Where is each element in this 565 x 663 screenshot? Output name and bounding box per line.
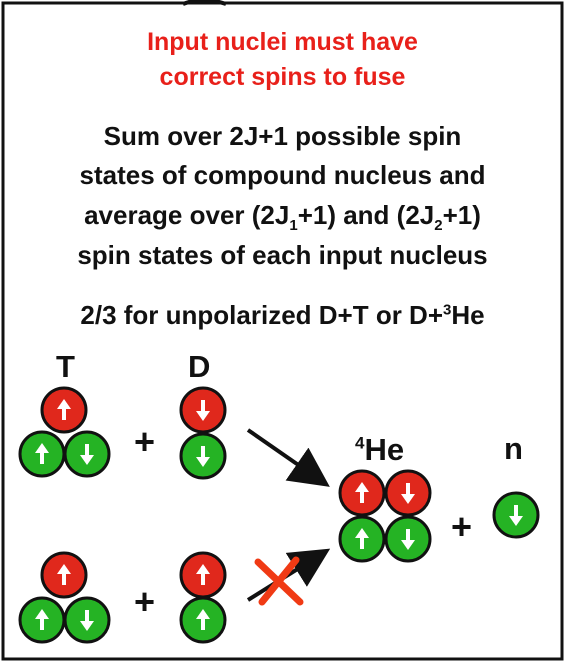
helium-neutron-2 [384, 515, 432, 563]
spin-down-icon [401, 529, 415, 550]
spin-down-icon [509, 505, 523, 526]
allowed-reaction-arrow [246, 428, 330, 487]
triton-neutron-1 [18, 430, 66, 478]
deuteron-bottom-proton [179, 551, 227, 599]
triton-proton [40, 386, 88, 434]
helium4-text: He [364, 432, 405, 467]
heading-line-1: Input nuclei must have [147, 28, 418, 56]
spin-up-icon [355, 528, 369, 549]
helium-neutron-1 [338, 515, 386, 563]
j2-subscript: 2 [434, 217, 443, 235]
triton-bottom-neutron-1 [18, 596, 66, 644]
forbidden-cross-icon [254, 556, 304, 606]
plus-sign-bottom: + [134, 581, 156, 622]
spin-down-icon [80, 610, 94, 631]
helium4-superscript: 4 [355, 433, 365, 453]
body-line-3: average over (2J1+1) and (2J2+1) [0, 200, 565, 234]
spin-up-icon [35, 609, 49, 630]
unpolarized-note: 2/3 for unpolarized D+T or D+3He [0, 300, 565, 331]
body-line-1: Sum over 2J+1 possible spin [103, 121, 462, 151]
deuteron-label: D [188, 349, 211, 384]
spin-down-icon [401, 483, 415, 504]
body-line-3-part-b: +1) and (2J [297, 200, 435, 230]
spin-up-icon [57, 564, 71, 585]
triton-bottom-neutron-2 [63, 596, 111, 644]
triton-neutron-2 [63, 430, 111, 478]
j1-subscript: 1 [289, 217, 298, 235]
neutron-label: n [504, 431, 523, 466]
spin-up-icon [196, 564, 210, 585]
he3-superscript: 3 [443, 301, 452, 319]
deuteron-neutron [179, 432, 227, 480]
spin-down-icon [80, 444, 94, 465]
deuteron-bottom-neutron [179, 596, 227, 644]
helium-proton-1 [338, 469, 386, 517]
heading-line-2: correct spins to fuse [159, 63, 406, 91]
free-neutron [492, 491, 540, 539]
note-text-b: He [451, 300, 485, 330]
deuteron-proton [179, 386, 227, 434]
plus-sign-products: + [451, 506, 473, 547]
spin-down-icon [196, 446, 210, 467]
body-line-4: spin states of each input nucleus [77, 240, 488, 270]
plus-sign-top: + [134, 421, 156, 462]
spin-up-icon [35, 443, 49, 464]
spin-up-icon [355, 482, 369, 503]
triton-bottom-proton [40, 551, 88, 599]
spin-down-icon [196, 400, 210, 421]
body-line-2: states of compound nucleus and [79, 160, 486, 190]
helium-proton-2 [384, 469, 432, 517]
body-line-3-part-a: average over (2J [84, 200, 290, 230]
spin-up-icon [57, 399, 71, 420]
spin-up-icon [196, 609, 210, 630]
triton-label: T [56, 349, 75, 384]
helium4-label: 4He [355, 434, 404, 465]
note-text-a: 2/3 for unpolarized D+T or D+ [80, 300, 444, 330]
body-line-3-part-c: +1) [442, 200, 481, 230]
